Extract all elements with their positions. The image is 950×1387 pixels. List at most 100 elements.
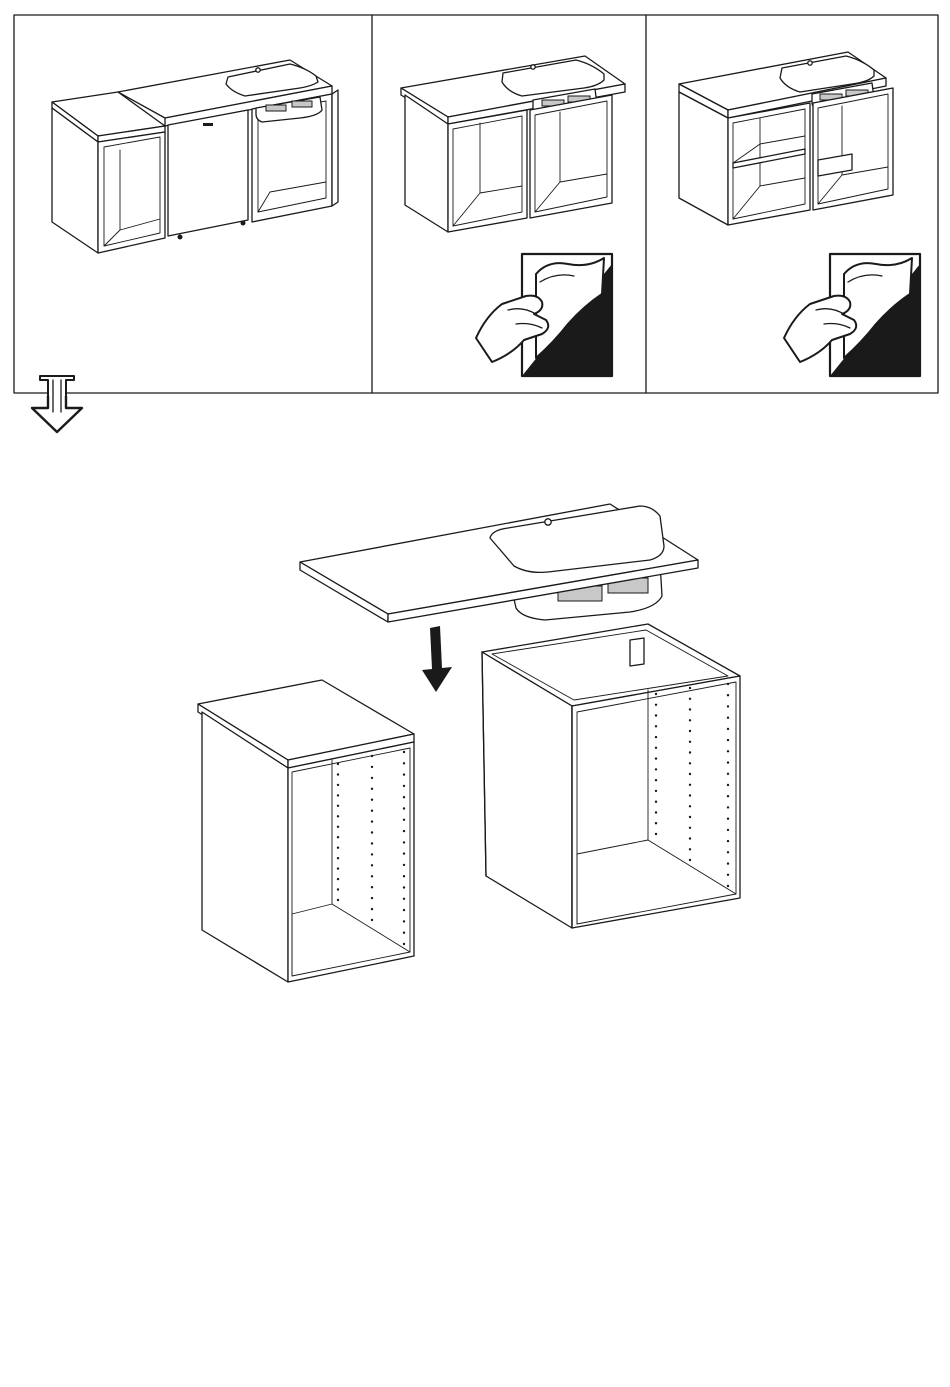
sink-cabinet-frame [482,624,740,928]
peg-hole [727,739,729,741]
peg-hole [655,811,657,813]
peg-hole [655,693,657,695]
side-cabinet-with-top [198,680,414,982]
main-step-illustration [198,504,740,982]
peg-hole [371,897,373,899]
peg-hole [655,725,657,727]
peg-hole [727,694,729,696]
peg-hole [655,704,657,706]
peg-hole [655,822,657,824]
peg-hole [689,751,691,753]
peg-hole [727,874,729,876]
peg-hole [655,736,657,738]
peg-hole [689,816,691,818]
peg-hole [727,784,729,786]
peel-film-icon [476,254,612,376]
peg-hole [403,841,405,843]
peg-hole [689,859,691,861]
peg-hole [689,698,691,700]
side-cabinet [52,92,165,253]
peg-hole [337,763,339,765]
peg-hole [337,899,339,901]
peg-hole [403,830,405,832]
peg-hole [403,785,405,787]
down-arrow-outline-icon [32,376,82,432]
peg-hole [403,898,405,900]
peg-hole [727,728,729,730]
peg-hole [403,932,405,934]
cabinet-right-panel2 [530,95,612,218]
peg-hole [727,829,729,831]
countertop-with-sink [300,504,698,622]
peg-hole [655,747,657,749]
peg-hole [371,820,373,822]
peg-hole [371,755,373,757]
peg-hole [689,784,691,786]
peg-hole [727,806,729,808]
peg-hole [655,790,657,792]
peg-hole [337,826,339,828]
peg-hole [727,717,729,719]
peg-hole [371,864,373,866]
peg-hole [689,687,691,689]
peg-hole [727,773,729,775]
peg-hole [689,730,691,732]
peg-hole [337,857,339,859]
peg-hole [371,831,373,833]
peg-hole [689,708,691,710]
peg-hole [337,836,339,838]
peg-hole [337,794,339,796]
peg-hole [371,908,373,910]
peg-hole [403,864,405,866]
peg-hole [371,766,373,768]
peg-hole [689,837,691,839]
appliance-front [168,110,248,240]
peg-hole [337,773,339,775]
peg-hole [403,773,405,775]
peg-hole [371,853,373,855]
peg-hole [371,810,373,812]
peg-hole [727,750,729,752]
peg-hole [371,788,373,790]
panel-two-cabinets-with-countertop [401,56,625,376]
peg-hole [403,751,405,753]
peg-hole [337,784,339,786]
peg-hole [655,833,657,835]
peg-hole [727,761,729,763]
peg-hole [689,805,691,807]
peg-hole [727,705,729,707]
peg-hole [655,714,657,716]
peg-hole [689,848,691,850]
peg-hole [689,773,691,775]
peg-hole [655,779,657,781]
peg-hole [403,920,405,922]
peg-hole [403,852,405,854]
peg-hole [371,799,373,801]
cabinet-right-panel3 [813,88,893,210]
peg-hole [403,886,405,888]
peg-hole [403,909,405,911]
peg-hole [371,875,373,877]
sink-cabinet [252,90,338,222]
peg-hole [727,851,729,853]
peg-hole [337,847,339,849]
panel-overview-assembled-vanity [52,60,338,253]
peg-hole [403,819,405,821]
peel-film-icon-2 [784,254,920,376]
peg-hole [689,741,691,743]
peg-hole [403,807,405,809]
down-arrow-solid-icon [422,626,452,692]
peg-hole [689,719,691,721]
peg-hole [371,777,373,779]
peg-hole [655,757,657,759]
peg-hole [403,943,405,945]
peg-hole [655,768,657,770]
peg-hole [337,878,339,880]
peg-hole [727,885,729,887]
peg-hole [337,867,339,869]
peg-hole [727,683,729,685]
peg-hole [655,801,657,803]
peg-hole [403,875,405,877]
